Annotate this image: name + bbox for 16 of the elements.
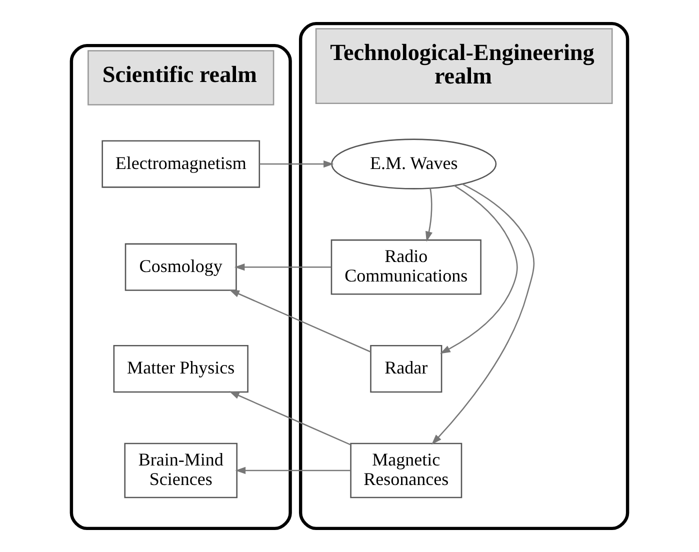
arrow [235, 466, 351, 474]
arrow [229, 391, 351, 446]
arrow [432, 183, 535, 445]
node-box: Matter Physics [113, 344, 248, 393]
node-box: Brain-Mind Sciences [124, 442, 238, 498]
arrow [260, 160, 334, 168]
node-ellipse: E.M. Waves [331, 138, 497, 190]
arrow [440, 184, 518, 354]
arrow [425, 188, 432, 242]
node-box: Magnetic Resonances [350, 442, 462, 498]
arrow [229, 290, 371, 352]
node-box: Radio Communications [330, 239, 482, 295]
arrow [234, 264, 332, 271]
node-box: Radar [370, 344, 442, 393]
node-box: Electromagnetism [102, 140, 260, 188]
node-box: Cosmology [124, 243, 237, 291]
